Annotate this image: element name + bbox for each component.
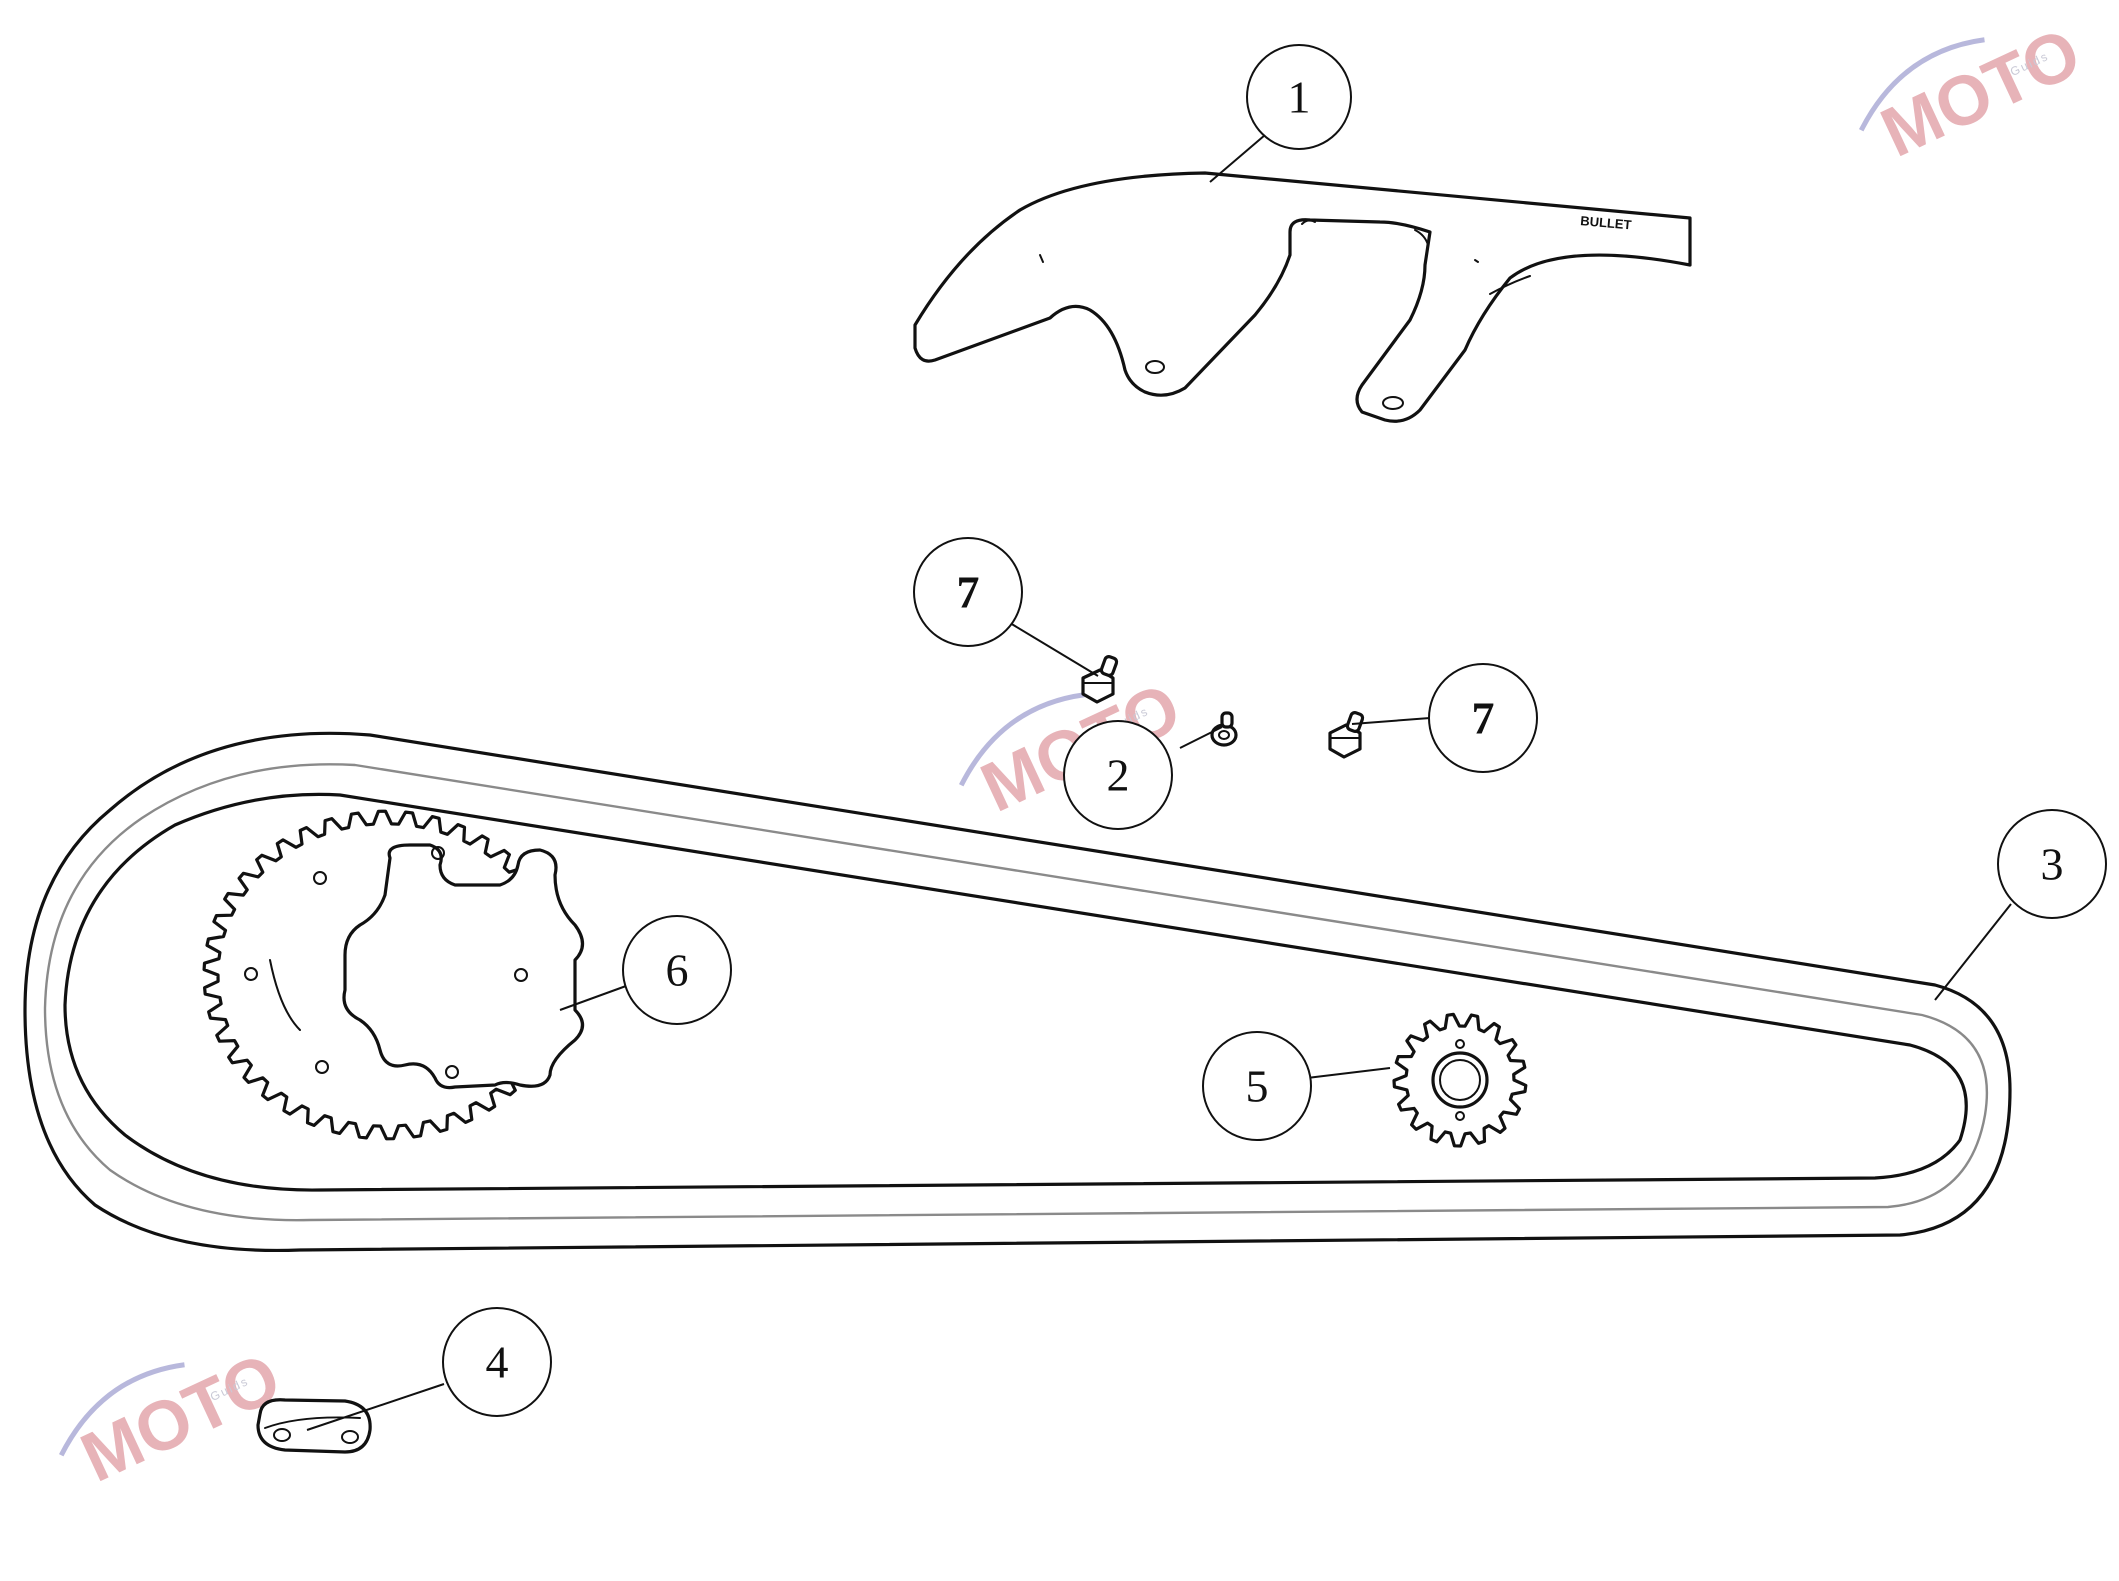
svg-text:MOTO: MOTO [1870,13,2092,172]
watermark-top-right: MOTO Guids [1858,13,2092,172]
svg-text:5: 5 [1246,1061,1269,1112]
callout-5: 5 [1202,1031,1312,1141]
washer [1210,711,1238,747]
watermark-bottom-left: MOTO Guids [58,1338,292,1497]
callout-6: 6 [622,915,732,1025]
bolt-right [1328,711,1365,759]
leader-lines [306,134,2012,1431]
callout-3: 3 [1997,809,2107,919]
svg-text:3: 3 [2041,839,2064,890]
svg-text:6: 6 [666,945,689,996]
callout-7-upper: 7 [913,537,1023,647]
rear-sprocket [202,809,585,1141]
chain-guard-label: BULLET [1580,213,1632,232]
front-sprocket [1392,1012,1528,1148]
svg-text:7: 7 [1472,693,1495,744]
svg-text:7: 7 [957,567,980,618]
callout-2: 2 [1063,720,1173,830]
callout-7-right: 7 [1428,663,1538,773]
callout-4: 4 [442,1307,552,1417]
bolt-upper [1081,655,1119,704]
chain-master-link [256,1398,372,1454]
chain-guard: BULLET [913,171,1692,423]
svg-text:2: 2 [1107,750,1130,801]
callout-1: 1 [1246,44,1352,150]
svg-text:4: 4 [486,1337,509,1388]
svg-text:1: 1 [1288,72,1311,123]
